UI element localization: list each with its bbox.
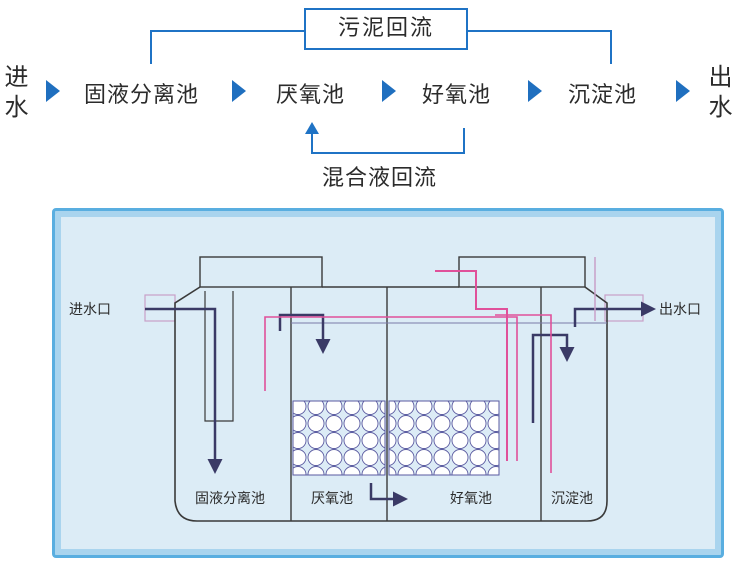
flow-arrow-icon — [232, 80, 246, 102]
inlet-port-label: 进水口 — [69, 302, 111, 318]
stage-sedimentation: 沉淀池 — [568, 83, 638, 108]
up-arrow-icon — [305, 122, 319, 134]
flow-arrow-icon — [676, 80, 690, 102]
flow-arrow-icon — [382, 80, 396, 102]
manhole-cover-right — [458, 256, 586, 288]
bio-media-aerobic — [388, 400, 500, 476]
manhole-cover-left — [199, 256, 323, 288]
sludge-return-line — [495, 314, 552, 473]
transfer-path-1 — [278, 313, 331, 354]
tank-cross-section-panel: 进水口 出水口 固液分离池 厌氧池 好氧池 沉淀池 — [52, 208, 724, 558]
chamber-label-solid-liquid: 固液分离池 — [195, 490, 265, 507]
baffle — [204, 291, 234, 422]
mixed-liquor-return-loop — [311, 128, 465, 154]
outflow-path — [573, 301, 656, 327]
chamber-label-anaerobic: 厌氧池 — [311, 491, 353, 507]
flow-arrow-icon — [528, 80, 542, 102]
air-supply-line — [435, 270, 508, 461]
stage-solid-liquid-separation: 固液分离池 — [84, 83, 200, 108]
tank-body — [174, 286, 608, 522]
chamber-label-aerobic: 好氧池 — [450, 491, 492, 507]
outlet-label: 出 水 — [708, 63, 734, 121]
stage-aerobic: 好氧池 — [422, 83, 492, 108]
mixed-liquor-return-label: 混合液回流 — [322, 166, 438, 191]
transfer-path-2 — [369, 483, 408, 507]
tank-diagram: 进水口 出水口 固液分离池 厌氧池 好氧池 沉淀池 — [69, 256, 701, 522]
outlet-port-label: 出水口 — [659, 302, 701, 318]
bio-media-anaerobic — [292, 400, 386, 476]
inlet-label: 进 水 — [4, 63, 30, 121]
sedimentation-path — [531, 333, 575, 423]
chamber-label-sedimentation: 沉淀池 — [551, 491, 593, 507]
flow-arrow-icon — [46, 80, 60, 102]
stage-anaerobic: 厌氧池 — [276, 83, 346, 108]
sludge-return-label: 污泥回流 — [304, 8, 468, 50]
mixed-return-line — [264, 316, 518, 461]
inflow-path — [145, 307, 223, 474]
